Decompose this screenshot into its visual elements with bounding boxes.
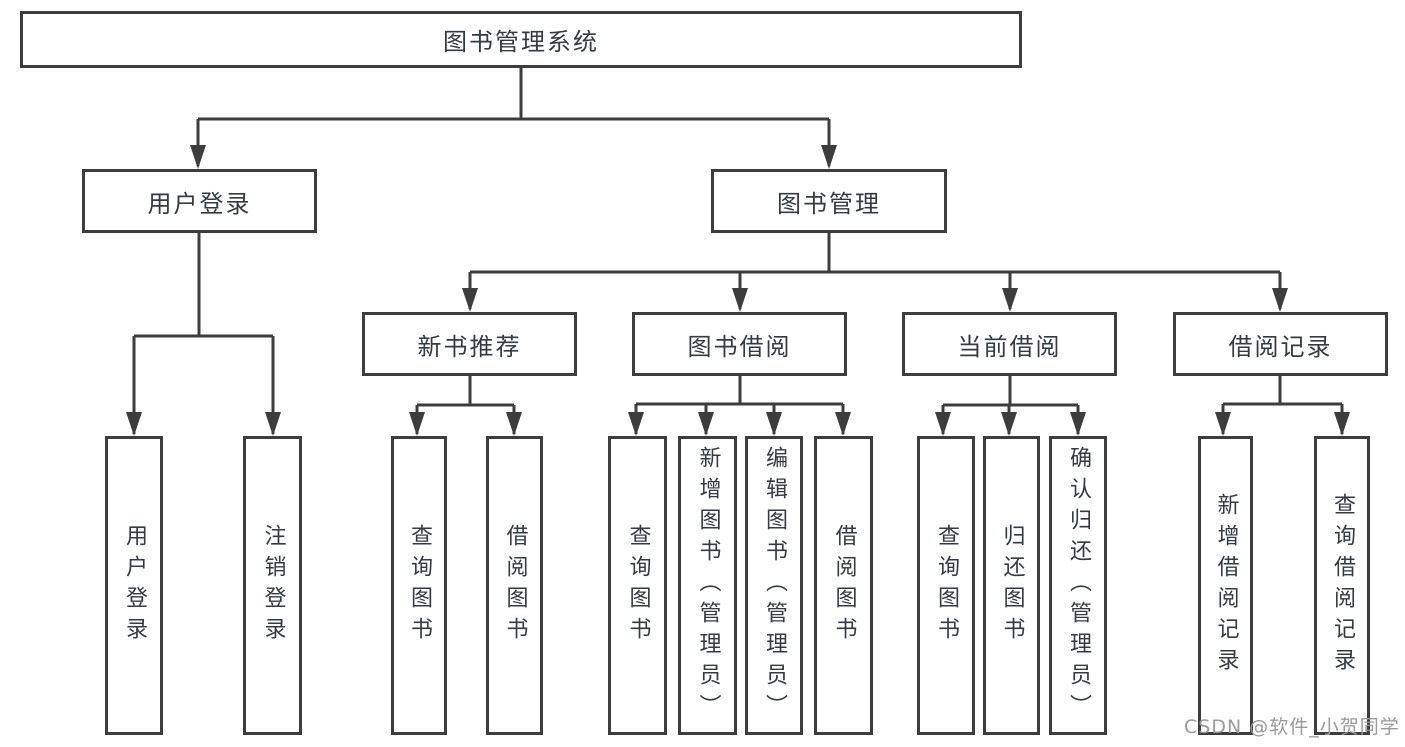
arrowhead-user-login [190, 145, 206, 169]
arrowhead-g3c1 [935, 412, 951, 436]
arrowhead-g1c2 [506, 412, 522, 436]
arrowhead-logout-leaf [265, 412, 281, 436]
node-current-borrow: 当前借阅 [902, 312, 1117, 376]
node-leaf-query-books-2: 查询图书 [608, 436, 667, 735]
node-leaf-query-borrow-record: 查询借阅记录 [1314, 436, 1370, 735]
node-leaf-user-login: 用户登录 [105, 436, 163, 735]
node-root: 图书管理系统 [20, 11, 1022, 68]
arrowhead-book-borrow [732, 288, 748, 312]
arrowhead-g3c3 [1070, 412, 1086, 436]
node-new-book-recommend: 新书推荐 [362, 312, 577, 376]
arrowhead-g4c1 [1215, 412, 1231, 436]
arrowhead-book-management [821, 145, 837, 169]
node-leaf-query-books-1: 查询图书 [391, 436, 447, 735]
arrowhead-borrow-records [1272, 288, 1288, 312]
arrowhead-g2c3 [766, 412, 782, 436]
node-leaf-add-book-admin: 新增图书（管理员） [678, 436, 737, 735]
arrowhead-g3c2 [1001, 412, 1017, 436]
arrowhead-g2c4 [835, 412, 851, 436]
arrowhead-g2c1 [628, 412, 644, 436]
arrowheads [126, 145, 1350, 436]
arrowhead-g4c2 [1334, 412, 1350, 436]
node-borrow-records: 借阅记录 [1173, 312, 1388, 376]
arrowhead-g1c1 [409, 412, 425, 436]
node-user-login: 用户登录 [82, 169, 317, 233]
arrowhead-g2c2 [698, 412, 714, 436]
arrowhead-user-login-leaf [126, 412, 142, 436]
watermark-text: CSDN @软件_小贺同学 [1184, 716, 1400, 738]
node-leaf-return-book: 归还图书 [983, 436, 1040, 735]
node-leaf-add-borrow-record: 新增借阅记录 [1198, 436, 1253, 735]
node-leaf-borrow-books-2: 借阅图书 [814, 436, 873, 735]
node-leaf-logout: 注销登录 [243, 436, 302, 735]
arrowhead-new-book-recommend [462, 288, 478, 312]
node-book-management: 图书管理 [711, 169, 947, 233]
node-leaf-confirm-return-admin: 确认归还（管理员） [1049, 436, 1107, 735]
node-leaf-edit-book-admin: 编辑图书（管理员） [745, 436, 803, 735]
node-book-borrow: 图书借阅 [632, 312, 847, 376]
node-leaf-borrow-books-1: 借阅图书 [486, 436, 543, 735]
arrowhead-current-borrow [1002, 288, 1018, 312]
node-leaf-query-books-3: 查询图书 [917, 436, 975, 735]
